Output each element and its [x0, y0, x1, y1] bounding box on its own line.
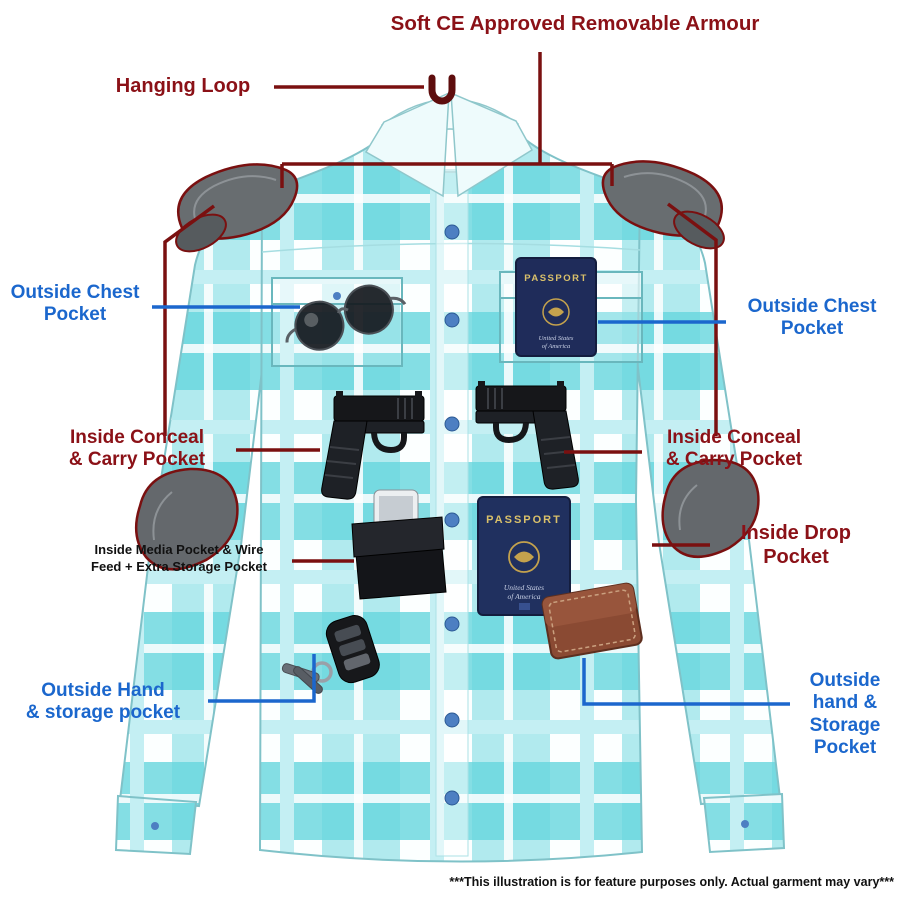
- label-inside-media-pocket: Inside Media Pocket & Wire Feed + Extra …: [91, 542, 267, 574]
- line-armour-left-side: [163, 204, 216, 436]
- passport-top-sub1: United States: [539, 335, 574, 342]
- passport-top-sub2: of America: [542, 343, 571, 350]
- passport-bottom-title: PASSPORT: [486, 514, 562, 526]
- passport-bottom-sub1: United States: [504, 583, 544, 592]
- label-outside-hand-pocket-left: Outside Hand & storage pocket: [25, 680, 181, 724]
- label-outside-chest-pocket-left: Outside Chest Pocket: [10, 282, 140, 326]
- cuff-button-right: [741, 820, 749, 828]
- callout-lines-maroon: [163, 52, 718, 563]
- title: Soft CE Approved Removable Armour: [390, 12, 760, 35]
- line-hand-left: [208, 654, 316, 703]
- label-inside-conceal-carry-right: Inside Conceal & Carry Pocket: [665, 427, 803, 471]
- line-hand-right: [582, 658, 790, 706]
- shirt-collar: [364, 91, 534, 198]
- cuff-button-left: [151, 822, 159, 830]
- passport-top: PASSPORT United States of America: [515, 257, 597, 357]
- hanging-loop-hook: [428, 74, 456, 105]
- passport-top-title: PASSPORT: [524, 273, 588, 284]
- label-inside-drop-pocket: Inside Drop Pocket: [740, 522, 851, 568]
- passport-bottom: PASSPORT United States of America: [477, 496, 571, 616]
- label-hanging-loop: Hanging Loop: [115, 75, 251, 97]
- passport-bottom-sub2: of America: [508, 592, 541, 601]
- disclaimer: ***This illustration is for feature purp…: [449, 875, 894, 890]
- label-outside-chest-pocket-right: Outside Chest Pocket: [747, 296, 877, 340]
- line-armour-right-side: [666, 202, 718, 436]
- sunglasses: [285, 284, 407, 351]
- shirt-buttons: [444, 224, 460, 806]
- key-fob: [325, 615, 380, 684]
- label-inside-conceal-carry-left: Inside Conceal & Carry Pocket: [68, 427, 206, 471]
- shoulder-armor-right: [601, 160, 725, 250]
- label-outside-hand-pocket-right: Outside hand & Storage Pocket: [809, 670, 881, 759]
- callout-lines-blue: [152, 305, 790, 706]
- media-pocket: [351, 489, 447, 600]
- elbow-armor-left: [134, 467, 239, 571]
- wallet: [541, 582, 643, 660]
